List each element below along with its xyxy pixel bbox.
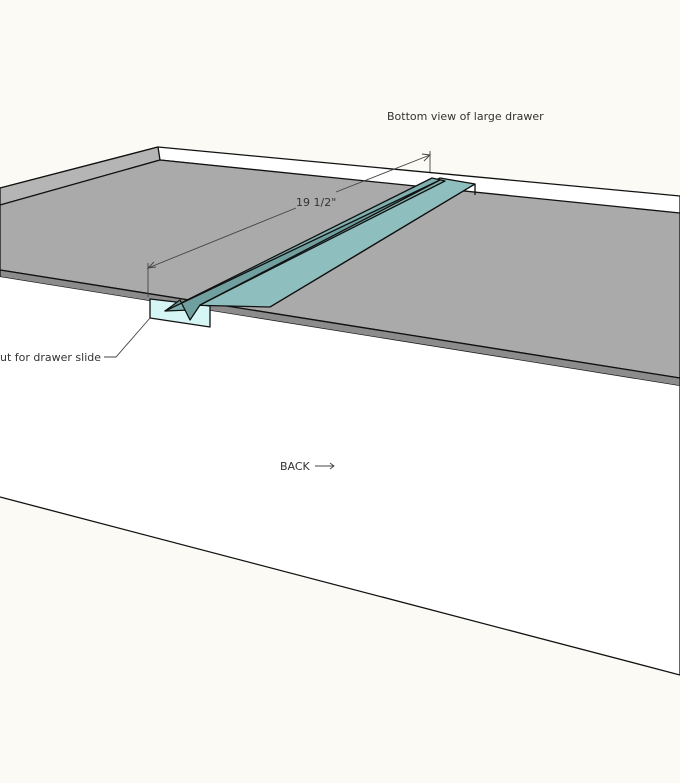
drawer-slide-lip	[164, 179, 441, 321]
diagram-title: Bottom view of large drawer	[387, 110, 544, 123]
dimension-line	[147, 207, 297, 269]
drawer-bottom-surface	[0, 159, 680, 379]
callout-leader	[104, 317, 151, 358]
dimension-label: 19 1/2"	[296, 196, 337, 209]
drawer-bottom-edge	[0, 269, 680, 387]
drawer-front-face	[0, 277, 680, 675]
back-label: BACK	[280, 460, 310, 473]
callout-label: ut for drawer slide	[0, 351, 102, 364]
front-bottom-edge	[0, 496, 680, 676]
